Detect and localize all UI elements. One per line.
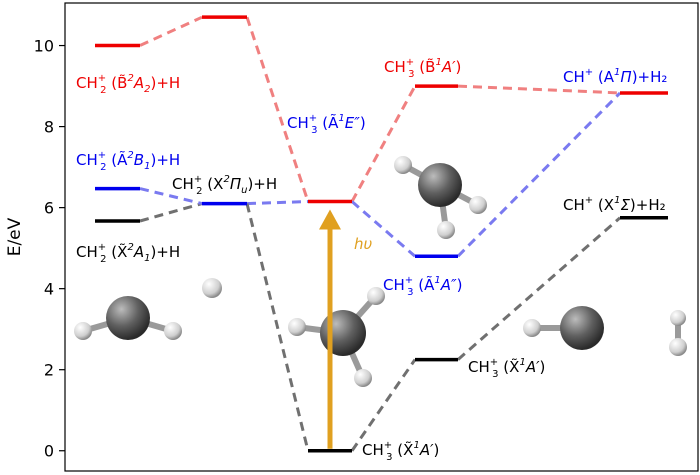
ch2-molecule-left bbox=[74, 296, 182, 340]
ch3-molecule-center bbox=[288, 287, 385, 387]
connection-lines bbox=[139, 15, 622, 452]
y-tick-label: 6 bbox=[44, 199, 54, 218]
state-label-lbl_a1a2: CH+3 (Ã1A″) bbox=[383, 275, 463, 298]
hydrogen-atom-left bbox=[202, 278, 222, 298]
state-label-lbl_a2b1: CH+2 (Ã2B1)+H bbox=[76, 150, 180, 173]
excitation-arrow-head bbox=[319, 209, 341, 230]
y-tick-label: 4 bbox=[44, 280, 54, 299]
h2-molecule bbox=[669, 310, 687, 356]
state-label-lbl_x1s: CH+ (X1Σ)+H₂ bbox=[563, 195, 666, 214]
state-labels: CH+2 (B̃2A2)+H CH+2 (Ã2B1)+HCH+2 (X2Πu)+H… bbox=[76, 57, 667, 463]
excitation-arrow: hυ bbox=[319, 209, 373, 449]
connection-line-ch3_X1A_b-ch_X1S_H2 bbox=[457, 216, 621, 361]
y-tick-label: 2 bbox=[44, 361, 54, 380]
axes: 0 2 4 6 8 10E/eV bbox=[5, 2, 699, 472]
molecule-illustrations bbox=[74, 156, 687, 387]
connection-line-ch2_X2A1_H-ch2_X2Pi_H bbox=[139, 202, 203, 223]
connection-line-ch2_X2Pi_H-ch3_X1A bbox=[245, 203, 310, 452]
connection-line-ch3_A1A2-ch_A1Pi_H2 bbox=[456, 91, 622, 258]
state-label-lbl_x2a1: CH+2 (X̃2A1)+H bbox=[76, 242, 180, 265]
connection-line-ch3_X1A-ch3_X1A_b bbox=[350, 358, 417, 452]
plot-frame bbox=[64, 2, 699, 472]
excitation-label: hυ bbox=[354, 235, 373, 253]
y-tick-label: 0 bbox=[44, 442, 54, 461]
state-label-lbl_x1a: CH+3 (X̃1A′) bbox=[362, 440, 439, 463]
state-label-lbl_x2pi: CH+2 (X2Πu)+H bbox=[172, 174, 277, 197]
connection-line-ch3_B1A-ch_A1Pi_H2 bbox=[457, 84, 621, 95]
connection-line-ch2_A2B1_H-ch2_X2Pi_H bbox=[139, 187, 203, 206]
connection-line-ch2_X2Pi_H-ch3_A1E bbox=[246, 200, 309, 206]
energy-levels bbox=[95, 15, 668, 453]
ch3-molecule-excited bbox=[394, 156, 487, 239]
connection-line-ch2_high-ch3_A1E bbox=[245, 16, 310, 203]
state-label-lbl_a1pi: CH+ (A1Π)+H₂ bbox=[563, 67, 667, 86]
connection-line-ch2_B2A2_H-ch2_high bbox=[139, 15, 203, 47]
state-label-lbl_a1e: CH+3 (Ã1E″) bbox=[287, 113, 366, 136]
connection-line-ch3_A1E-ch3_B1A bbox=[350, 85, 417, 203]
state-label-lbl_b1a: CH+3 (B̃1A′) bbox=[384, 57, 461, 80]
y-tick-label: 10 bbox=[34, 37, 54, 56]
y-tick-label: 8 bbox=[44, 118, 54, 137]
state-label-lbl_x1a_b: CH+3 (X̃1A′) bbox=[468, 357, 545, 380]
state-label-lbl_b2a2: CH+2 (B̃2A2)+H bbox=[76, 73, 180, 96]
y-axis-label: E/eV bbox=[5, 217, 25, 256]
ch-molecule-right bbox=[523, 306, 604, 350]
